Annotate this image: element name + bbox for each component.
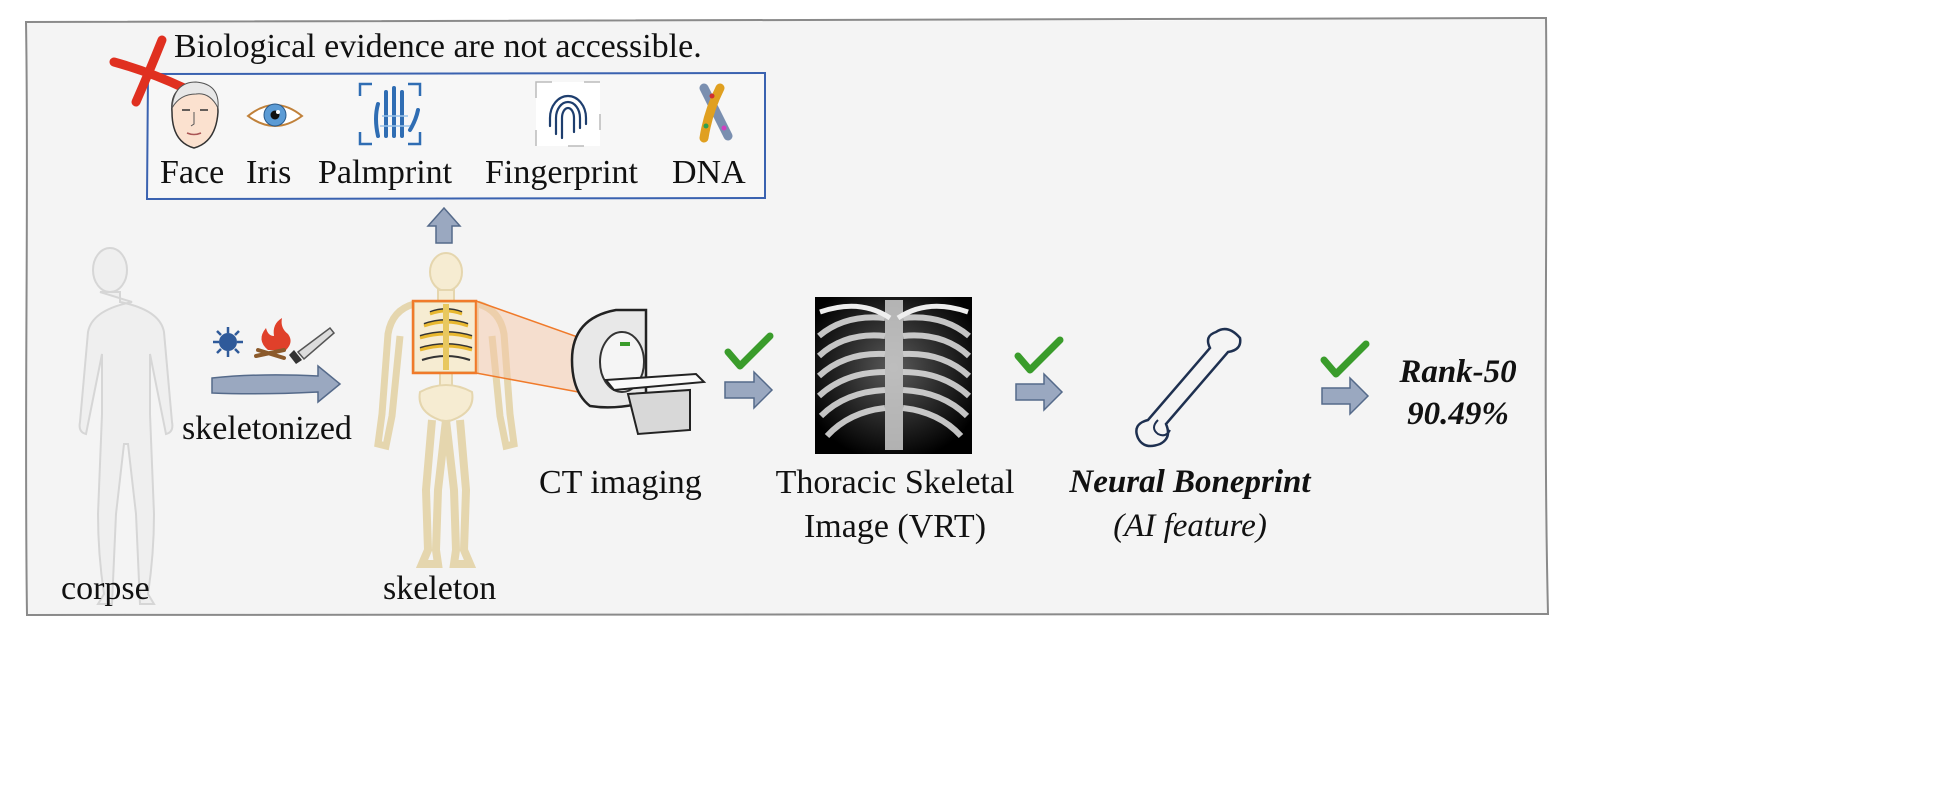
boneprint-icon	[1135, 327, 1242, 448]
palmprint-icon	[358, 82, 422, 146]
label-dna: DNA	[672, 154, 746, 191]
label-corpse: corpse	[61, 570, 150, 607]
dna-chromosome-icon	[699, 83, 733, 143]
label-rank: Rank-50	[1399, 354, 1517, 390]
label-palmprint: Palmprint	[318, 154, 453, 191]
saw-icon	[289, 326, 336, 364]
eye-icon	[246, 103, 304, 127]
virus-icon	[213, 327, 243, 357]
fire-icon	[254, 318, 291, 360]
arrow-ct	[724, 370, 774, 410]
arrow-boneprint	[1321, 376, 1370, 416]
red-cross-icon	[109, 35, 189, 107]
label-fingerprint: Fingerprint	[485, 154, 638, 191]
label-vrt-line2: Image (VRT)	[803, 508, 987, 545]
label-face: Face	[160, 154, 225, 191]
fingerprint-icon	[535, 81, 601, 147]
label-ct-imaging: CT imaging	[539, 464, 702, 501]
check-icon-boneprint	[1320, 340, 1370, 378]
diagram: Biological evidence are not accessible. …	[24, 16, 1550, 617]
ct-scanner-icon	[570, 308, 707, 436]
diagram-canvas	[24, 16, 1550, 617]
arrow-vrt	[1015, 372, 1064, 412]
label-iris: Iris	[246, 154, 292, 191]
biometrics-box	[145, 71, 766, 201]
label-skeletonized: skeletonized	[182, 410, 352, 447]
skeletonized-arrow	[211, 364, 342, 404]
check-icon-vrt	[1014, 336, 1064, 374]
label-neural-boneprint: Neural Boneprint	[1069, 464, 1311, 500]
label-ai-feature: (AI feature)	[1113, 508, 1267, 544]
corpse-figure	[78, 247, 174, 605]
check-icon-ct	[724, 332, 774, 370]
header-warning: Biological evidence are not accessible.	[174, 28, 702, 65]
label-vrt-line1: Thoracic Skeletal	[775, 464, 1015, 501]
face-icon	[171, 81, 219, 149]
label-skeleton: skeleton	[383, 570, 497, 607]
vrt-thoracic-image	[815, 297, 972, 454]
label-rank-value: 90.49%	[1407, 396, 1509, 432]
up-arrow	[426, 206, 462, 244]
